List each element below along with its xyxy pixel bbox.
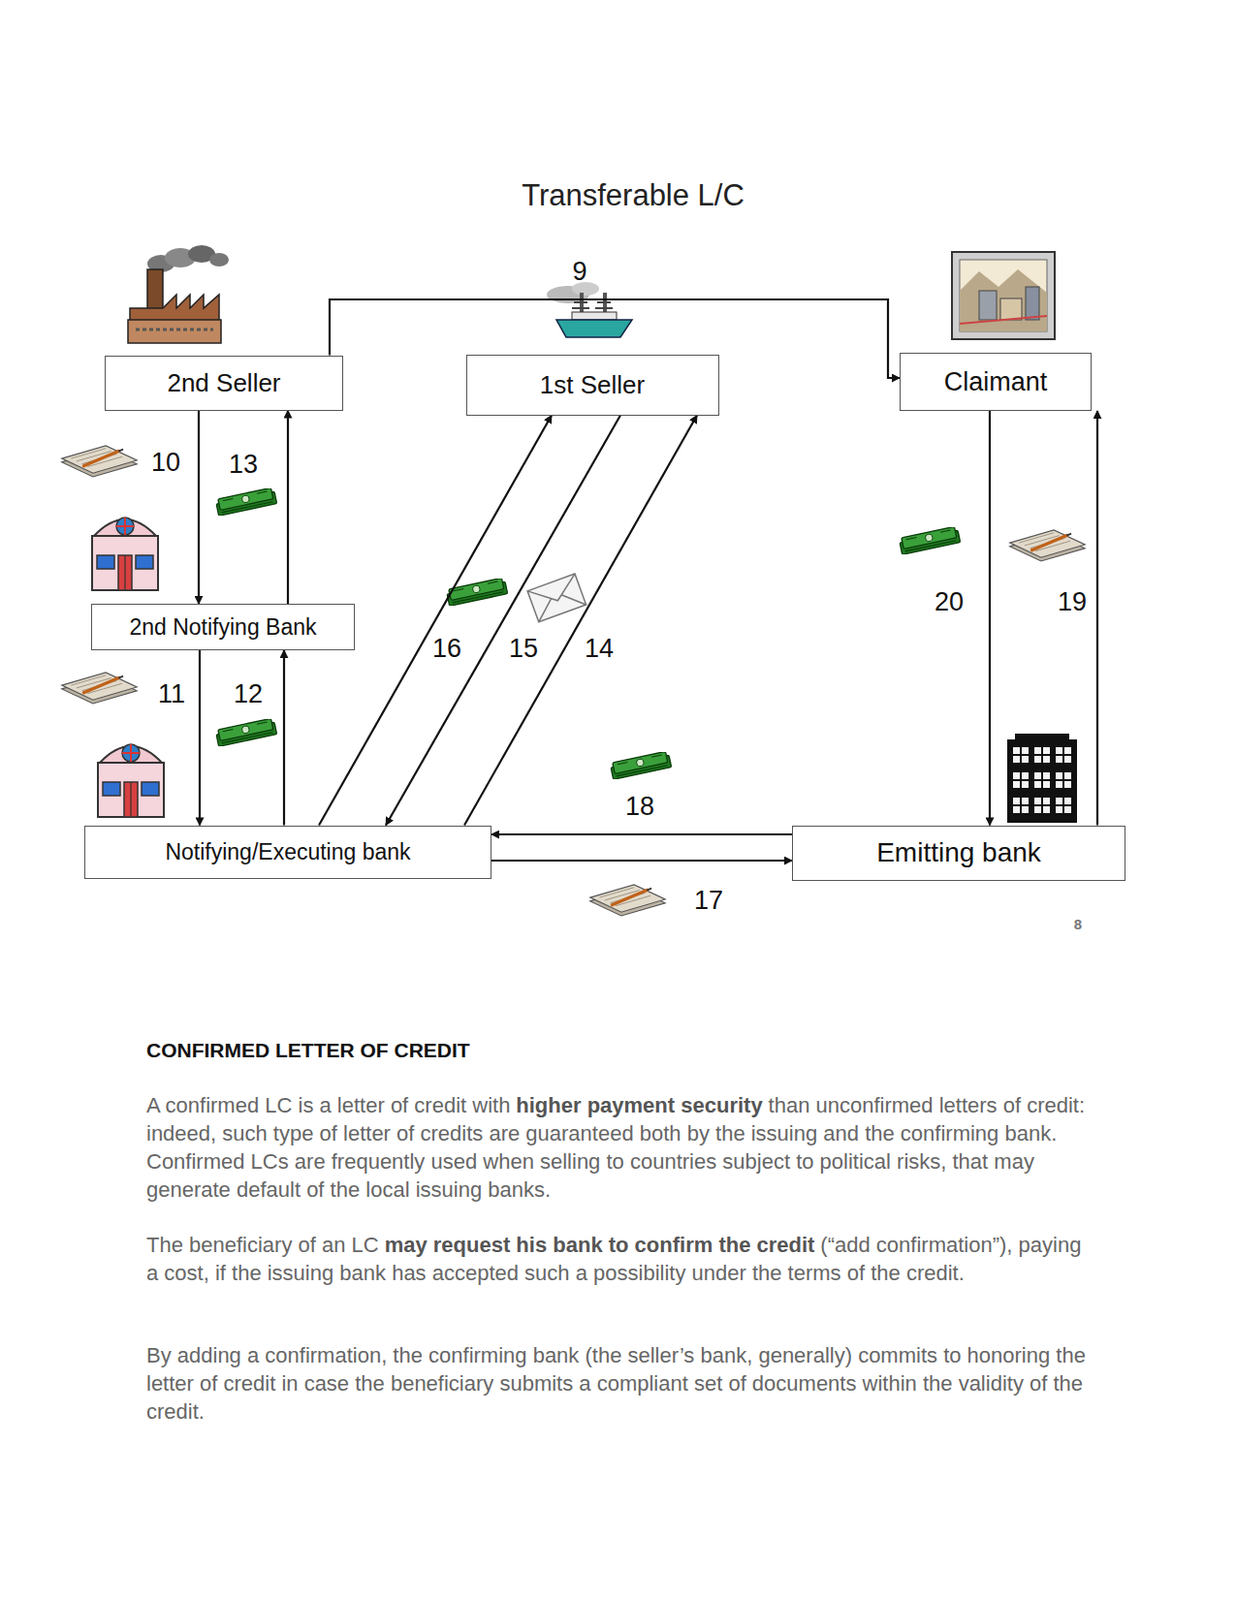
- page-number: 8: [1074, 917, 1082, 932]
- box-text: Claimant: [944, 367, 1048, 398]
- drawing-part: [959, 316, 1047, 324]
- flow-arrow: [197, 411, 200, 605]
- flow-arrow: [283, 650, 286, 826]
- body-text: By adding a confirmation, the confirming…: [146, 1343, 1086, 1425]
- box-text: 2nd Seller: [166, 368, 281, 399]
- flow-arrow: [198, 650, 201, 826]
- callout-number: 14: [584, 635, 614, 663]
- diagram-title: Transferable L/C: [521, 180, 745, 211]
- paragraph: By adding a confirmation, the confirming…: [146, 1341, 1092, 1427]
- drawing-part: [959, 269, 1047, 332]
- drawing-part: [147, 269, 163, 313]
- drawing-part: [92, 517, 159, 591]
- box-text: 2nd Notifying Bank: [128, 614, 317, 641]
- office-building-icon: [1007, 733, 1078, 824]
- section-heading: CONFIRMED LETTER OF CREDIT: [146, 1039, 471, 1063]
- drawing-part: [527, 573, 586, 623]
- flow-arrow: [491, 859, 793, 862]
- drawing-part: [590, 885, 666, 917]
- label-box: 2nd Seller: [104, 355, 344, 412]
- callout-number: 11: [158, 681, 186, 708]
- box-text: Notifying/Executing bank: [164, 839, 411, 866]
- callout-number: 15: [508, 635, 539, 663]
- drawing-part: [1000, 298, 1022, 320]
- document-icon: [62, 445, 1085, 917]
- drawing-part: [959, 259, 1047, 332]
- drawing-part: [62, 672, 137, 704]
- callout-number: 13: [228, 451, 258, 478]
- flow-arrow: [464, 415, 698, 826]
- emphasis-text: higher payment security: [515, 1093, 762, 1118]
- emphasis-text: may request his bank to confirm the cred…: [384, 1233, 816, 1258]
- drawing-part: [979, 290, 997, 320]
- label-box: Emitting bank: [792, 825, 1126, 882]
- label-box: 1st Seller: [466, 354, 720, 416]
- drawing-part: [951, 252, 1055, 340]
- flow-arrow: [385, 415, 621, 826]
- callout-number: 20: [934, 589, 964, 616]
- box-text: 1st Seller: [539, 370, 645, 401]
- callout-number: 10: [151, 449, 181, 476]
- drawing-part: [62, 445, 137, 477]
- callout-number: 17: [694, 887, 724, 915]
- callout-number: 18: [625, 793, 655, 821]
- drawing-part: [135, 328, 214, 332]
- body-text: The beneficiary of an LC: [146, 1233, 380, 1258]
- drawing-part: [1010, 530, 1085, 562]
- drawing-part: [445, 577, 508, 606]
- drawing-part: [209, 253, 229, 267]
- drawing-part: [215, 718, 277, 747]
- drawing-part: [1025, 286, 1040, 320]
- box-text: Emitting bank: [876, 837, 1042, 869]
- drawing-part: [127, 319, 222, 344]
- body-text: A confirmed LC is a letter of credit wit…: [146, 1093, 510, 1118]
- callout-number: 12: [233, 681, 263, 708]
- drawing-part: [527, 573, 586, 623]
- flow-arrow: [988, 411, 991, 826]
- label-box: 2nd Notifying Bank: [91, 603, 355, 651]
- city-picture-icon: [951, 252, 1055, 340]
- drawing-part: [571, 312, 617, 320]
- bank-icon: [92, 517, 164, 818]
- label-box: Notifying/Executing bank: [84, 825, 492, 880]
- drawing-part: [898, 526, 960, 555]
- flow-arrow: [286, 411, 289, 605]
- drawing-part: [97, 744, 164, 818]
- callout-number: 9: [571, 258, 587, 286]
- drawing-part: [571, 302, 613, 309]
- envelope-icon: [527, 573, 586, 623]
- label-box: Claimant: [899, 352, 1092, 412]
- paragraph: The beneficiary of an LCmay request his …: [146, 1231, 1092, 1288]
- ship-icon: [546, 282, 633, 338]
- drawing-part: [215, 487, 277, 516]
- drawing-part: [1007, 733, 1078, 824]
- callout-number: 19: [1057, 589, 1087, 616]
- flow-arrow: [1096, 411, 1099, 826]
- factory-icon: [127, 245, 229, 344]
- paragraph: A confirmed LC is a letter of credit wit…: [146, 1091, 1092, 1205]
- drawing-part: [556, 319, 633, 338]
- flow-arrow: [491, 833, 793, 836]
- drawing-part: [609, 751, 671, 780]
- drawing-part: [527, 573, 586, 623]
- callout-number: 16: [432, 635, 462, 663]
